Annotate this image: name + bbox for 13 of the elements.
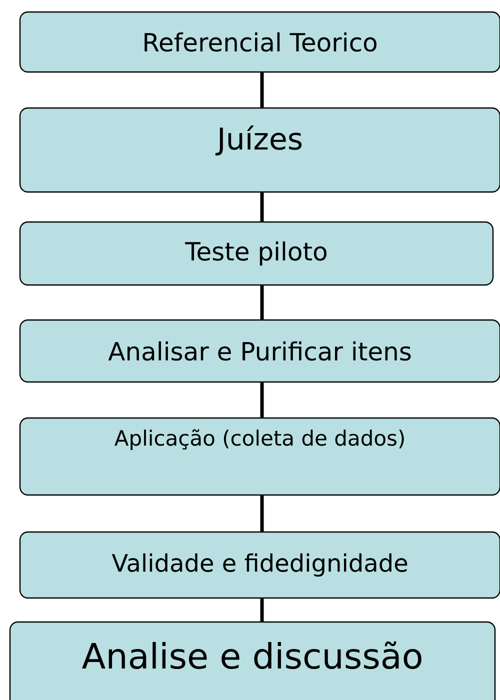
- process-box: Aplicação (coleta de dados): [19, 417, 500, 496]
- process-box: Analise e discussão: [9, 621, 496, 700]
- connector-line: [260, 192, 264, 222]
- process-box: Teste piloto: [19, 221, 494, 286]
- connector-line: [260, 286, 264, 320]
- process-box: Juízes: [19, 107, 500, 193]
- process-box: Referencial Teorico: [19, 11, 500, 73]
- connector-line: [260, 598, 264, 622]
- process-box: Analisar e Purificar itens: [19, 319, 500, 383]
- process-box: Validade e fidedignidade: [19, 531, 500, 599]
- connector-line: [260, 382, 264, 418]
- connector-line: [260, 496, 264, 532]
- connector-line: [260, 72, 264, 108]
